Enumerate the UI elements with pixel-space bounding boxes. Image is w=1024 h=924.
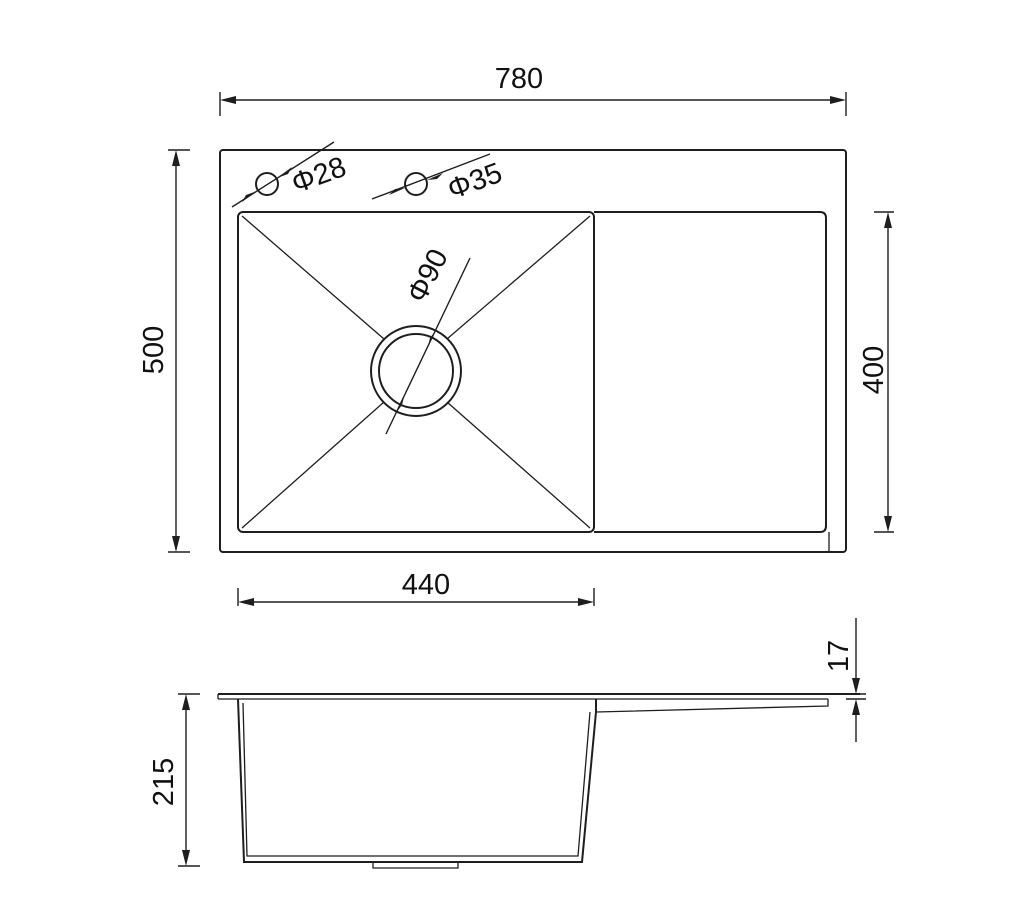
tap-hole-2 [404,172,428,196]
bowl-slope-bottom-left [241,401,385,529]
dim-label-tap-hole-1: Φ28 [287,151,350,200]
tap-hole-1 [255,172,279,196]
dimension-215: 215 [148,693,200,867]
top-view [219,149,847,553]
dim-label-tap-hole-2: Φ35 [443,157,506,206]
sink-outer-outline [219,149,847,553]
bowl-slope-top-left [241,215,385,340]
dim-label-215: 215 [148,758,180,806]
side-bowl-outline [237,698,597,863]
dim-label-780: 780 [495,63,543,95]
side-view [217,693,860,869]
dimension-780: 780 [219,63,847,116]
drain-inner-ring [378,333,454,409]
dimension-500: 500 [138,149,190,553]
side-drain-outlet [372,862,459,869]
dim-label-500: 500 [138,326,170,374]
dimension-400: 400 [858,211,894,533]
bowl-outline [237,211,595,533]
dimension-tap-hole-1: Φ28 [231,141,350,208]
dimension-17: 17 [823,618,866,742]
bowl-slope-top-right [446,215,591,340]
side-bowl-inner-wall [242,702,591,857]
side-drainboard-profile [595,699,829,713]
drainboard-outline [594,211,827,533]
dimension-tap-hole-2: Φ35 [371,153,506,206]
dim-label-440: 440 [402,569,450,601]
bowl-slope-bottom-right [446,401,591,529]
drain-outer-ring [370,325,462,417]
dim-label-drain-hole: Φ90 [401,244,455,308]
dimension-440: 440 [237,569,595,606]
dim-label-17: 17 [823,640,855,672]
dim-label-400: 400 [858,346,890,394]
